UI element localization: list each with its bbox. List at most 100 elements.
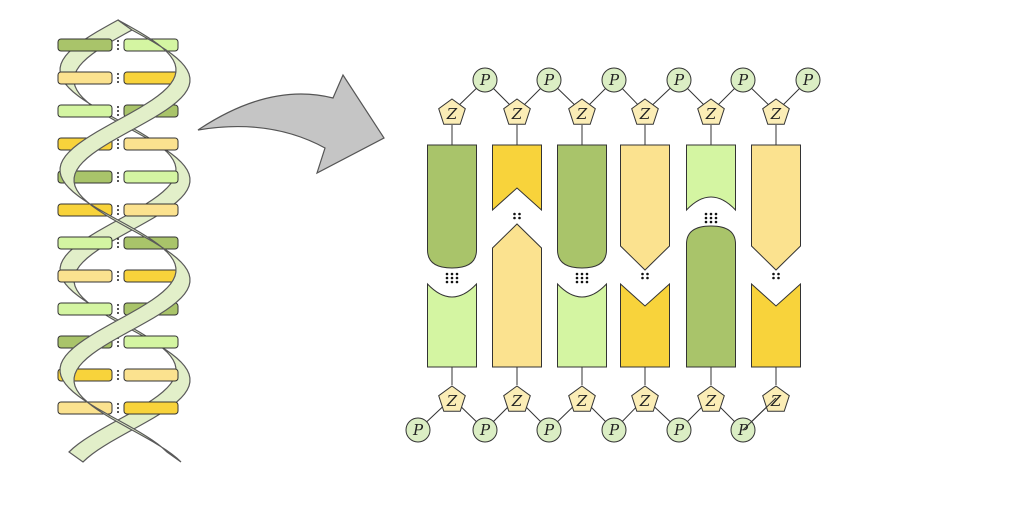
top-sugar-pentagon xyxy=(762,98,790,125)
bottom-phosphate-circle xyxy=(536,417,562,443)
bottom-sugar-label: Z xyxy=(770,392,782,410)
helix-bond-dot xyxy=(117,403,119,405)
bottom-backbone-link xyxy=(742,397,777,431)
helix-bond-dot xyxy=(117,345,119,347)
top-sugar-label: Z xyxy=(446,105,458,123)
helix-base-left xyxy=(57,38,113,52)
hydrogen-bond-dot xyxy=(704,216,708,220)
top-base xyxy=(751,144,801,271)
hydrogen-bond-dot xyxy=(445,272,449,276)
hydrogen-bond-dot xyxy=(641,272,644,276)
hydrogen-bond-dot xyxy=(585,276,589,280)
top-sugar-pentagon xyxy=(438,98,466,125)
hydrogen-bond-dot xyxy=(714,216,718,220)
helix-bond-dot xyxy=(117,73,119,75)
bottom-phosphate-label: P xyxy=(479,421,491,439)
bottom-sugar-pentagon xyxy=(438,385,466,412)
helix-base-pair xyxy=(57,401,179,415)
hydrogen-bond-dot xyxy=(450,276,454,280)
hydrogen-bond-dot xyxy=(580,272,584,276)
helix-bond-dot xyxy=(117,176,119,178)
helix-bond-dot xyxy=(117,209,119,211)
helix-bond-dot xyxy=(117,40,119,42)
helix-bond-dot xyxy=(117,279,119,281)
helix-bond-dot xyxy=(117,407,119,409)
bottom-base xyxy=(557,282,607,368)
helix-bond-dot xyxy=(117,312,119,314)
top-sugar-label: Z xyxy=(639,105,651,123)
helix-base-pair xyxy=(57,236,179,250)
hydrogen-bond-dot xyxy=(646,276,649,280)
helix-base-left xyxy=(57,203,113,217)
helix-base-right xyxy=(123,335,179,349)
helix-bond-dot xyxy=(117,48,119,50)
top-phosphate-label: P xyxy=(737,71,749,89)
helix-base-right xyxy=(123,71,179,85)
bottom-phosphate-end xyxy=(742,397,777,431)
bottom-sugar-label: Z xyxy=(705,392,717,410)
top-sugar-pentagon xyxy=(503,98,531,125)
hydrogen-bond-dot xyxy=(445,280,449,284)
helix-base-right xyxy=(123,236,179,250)
hydrogen-bond-dot xyxy=(455,280,459,284)
helix-bond-dot xyxy=(117,213,119,215)
hydrogen-bond-dot xyxy=(455,276,459,280)
helix-bond-dot xyxy=(117,205,119,207)
top-base xyxy=(620,144,670,271)
hydrogen-bond-dot xyxy=(445,276,449,280)
helix-base-right xyxy=(123,401,179,415)
top-sugar-pentagon xyxy=(697,98,725,125)
helix-base-left xyxy=(57,302,113,316)
helix-bond-dot xyxy=(117,143,119,145)
helix-base-pair xyxy=(57,203,179,217)
bottom-phosphate-label: P xyxy=(543,421,555,439)
helix-base-right xyxy=(123,269,179,283)
helix-base-left xyxy=(57,269,113,283)
hydrogen-bond-dot xyxy=(585,280,589,284)
helix-bond-dot xyxy=(117,341,119,343)
helix-bond-dot xyxy=(117,81,119,83)
helix-bond-dot xyxy=(117,139,119,141)
helix-base-left xyxy=(57,104,113,118)
helix-base-pair xyxy=(57,71,179,85)
hydrogen-bond-dot xyxy=(575,272,579,276)
bottom-base xyxy=(492,223,542,368)
hydrogen-bond-dot xyxy=(580,276,584,280)
helix-bond-dot xyxy=(117,180,119,182)
hydrogen-bond-dot xyxy=(714,212,718,216)
helix-base-left xyxy=(57,236,113,250)
helix-bond-dot xyxy=(117,77,119,79)
curved-arrow xyxy=(197,73,385,175)
top-sugar-pentagon xyxy=(631,98,659,125)
bottom-phosphate-label: P xyxy=(737,421,749,439)
top-base xyxy=(492,144,542,212)
hydrogen-bond-dot xyxy=(772,276,775,280)
top-sugar-label: Z xyxy=(576,105,588,123)
hydrogen-bond-dot xyxy=(704,212,708,216)
hydrogen-bond-dot xyxy=(575,280,579,284)
bottom-sugar-pentagon xyxy=(568,385,596,412)
helix-base-right xyxy=(123,203,179,217)
hydrogen-bond-dot xyxy=(709,220,713,224)
helix-bond-dot xyxy=(117,242,119,244)
hydrogen-bond-dot xyxy=(646,272,649,276)
bottom-sugar-label: Z xyxy=(639,392,651,410)
hydrogen-bond-dot xyxy=(580,280,584,284)
hydrogen-bond-dot xyxy=(575,276,579,280)
top-phosphate-circle xyxy=(730,67,756,93)
helix-bond-dot xyxy=(117,246,119,248)
helix-bond-dot xyxy=(117,271,119,273)
helix-base-left xyxy=(57,71,113,85)
helix-bond-dot xyxy=(117,370,119,372)
helix-bond-dot xyxy=(117,147,119,149)
helix-bond-dot xyxy=(117,411,119,413)
bottom-sugar-label: Z xyxy=(511,392,523,410)
hydrogen-bond-dot xyxy=(585,272,589,276)
hydrogen-bond-dot xyxy=(450,280,454,284)
top-phosphate-circle xyxy=(666,67,692,93)
top-phosphate-label: P xyxy=(802,71,814,89)
helix-base-right xyxy=(123,137,179,151)
helix-strand-front xyxy=(59,19,191,463)
